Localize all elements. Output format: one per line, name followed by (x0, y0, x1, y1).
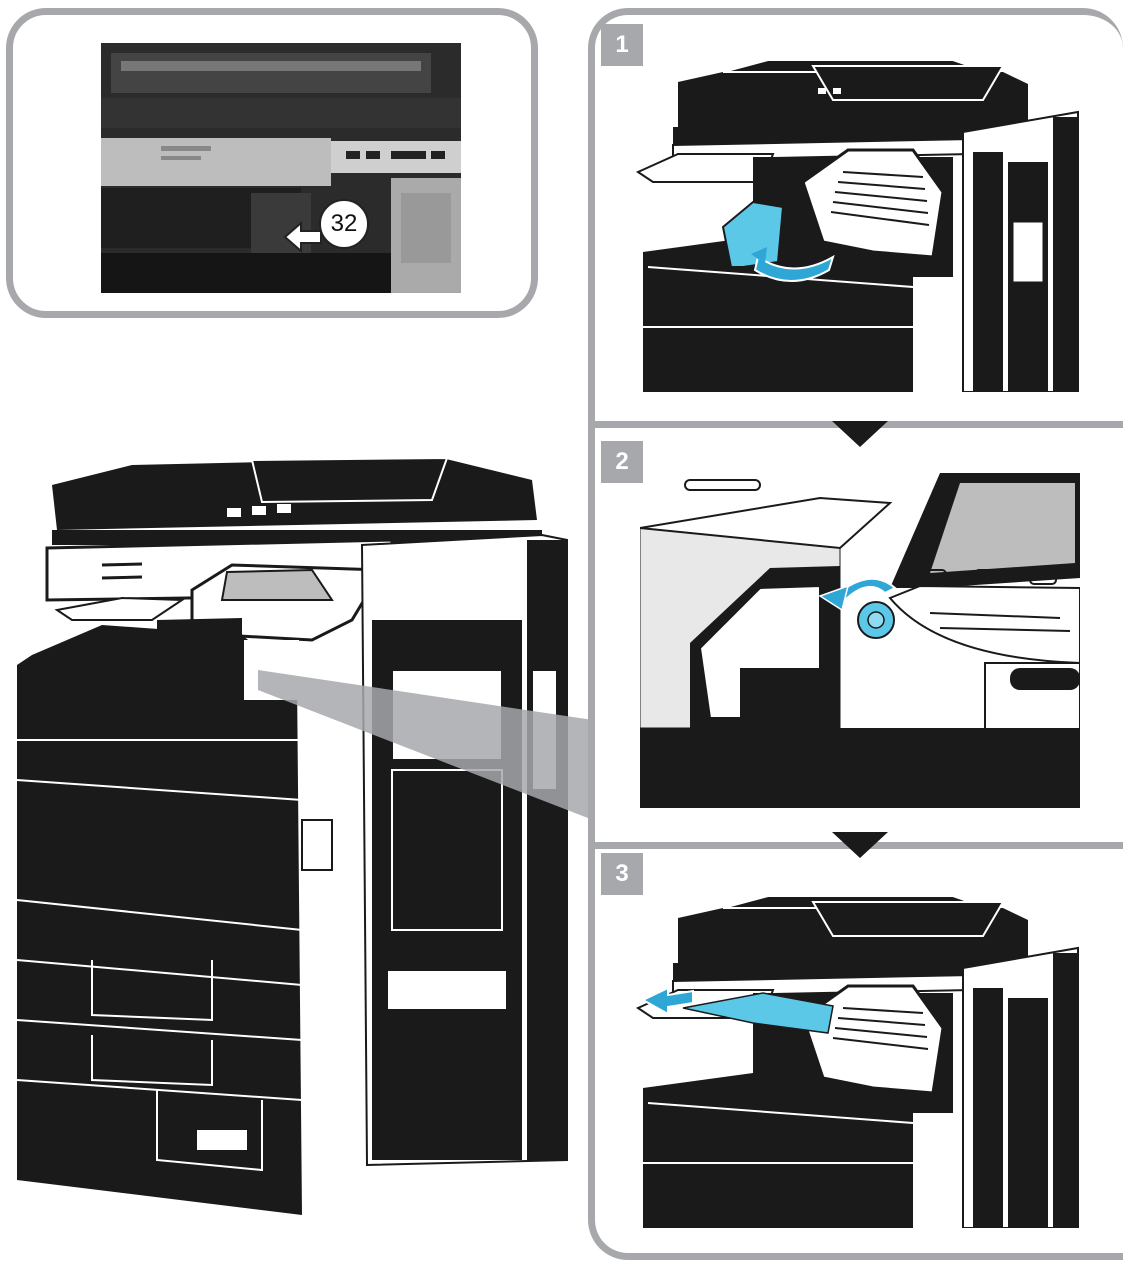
step-number: 1 (615, 31, 628, 59)
step-down-arrow-icon (832, 832, 888, 858)
page-reference-number: 32 (331, 210, 358, 238)
step-down-arrow-icon (832, 421, 888, 447)
inset-photo-frame: 32 (6, 8, 538, 318)
circled-page-reference-icon: 32 (319, 199, 369, 249)
callout-wedge (258, 660, 618, 860)
step3-illustration (633, 878, 1093, 1228)
inset-photo (101, 43, 461, 293)
step-number: 2 (615, 448, 628, 476)
left-arrow-icon (283, 221, 323, 253)
highlighted-lever (723, 202, 783, 267)
step2-illustration (640, 468, 1080, 808)
step1-illustration (633, 42, 1093, 392)
step-number-badge: 2 (601, 441, 643, 483)
step-number: 3 (615, 860, 628, 888)
